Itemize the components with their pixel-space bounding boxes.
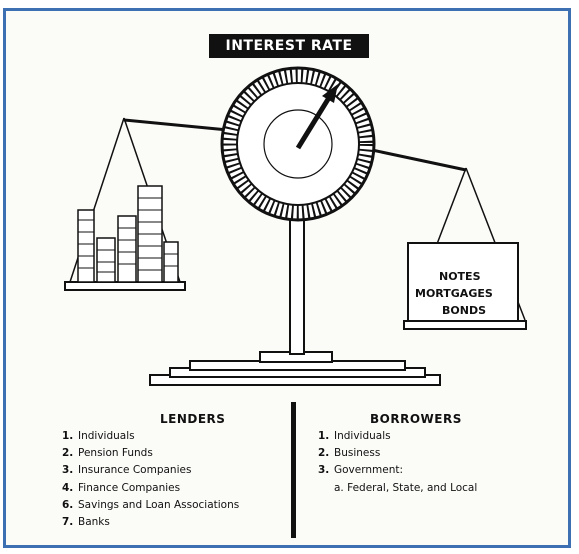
- list-item: 3.Insurance Companies: [62, 464, 192, 477]
- list-item: 2.Business: [318, 447, 381, 460]
- diagram-title: INTEREST RATE: [225, 38, 353, 54]
- borrowers-heading: BORROWERS: [370, 412, 462, 426]
- list-item: 3.Government:: [318, 464, 404, 477]
- list-item: 1.Individuals: [62, 430, 135, 442]
- list-item: 2.Pension Funds: [62, 447, 153, 460]
- title-banner: INTEREST RATE: [209, 34, 369, 58]
- list-item: 1.Individuals: [318, 430, 391, 442]
- coin-lines: [78, 197, 178, 273]
- list-subitem: a. Federal, State, and Local: [334, 481, 478, 494]
- right-pan: [403, 320, 527, 330]
- box-label-mortgages: MORTGAGES: [415, 287, 493, 300]
- list-item: 6.Savings and Loan Associations: [62, 498, 240, 511]
- scale-base: [149, 351, 441, 386]
- borrowers-list: 1.Individuals 2.Business 3.Government: a…: [318, 428, 477, 497]
- left-pan: [64, 281, 186, 291]
- lenders-heading: LENDERS: [160, 412, 226, 426]
- borrowers-box: [407, 242, 519, 322]
- interest-dial: [220, 66, 376, 222]
- needle-tip-icon: [322, 84, 338, 103]
- list-item: 4.Finance Companies: [62, 481, 181, 494]
- dial-needle: [295, 94, 333, 150]
- column-divider: [291, 402, 296, 538]
- box-label-notes: NOTES: [439, 270, 481, 283]
- scale-post: [289, 209, 305, 355]
- lenders-list: 1.Individuals 2.Pension Funds 3.Insuranc…: [62, 428, 239, 531]
- list-item: 7.Banks: [62, 516, 110, 529]
- box-label-bonds: BONDS: [442, 304, 486, 317]
- scale-arms: [123, 118, 467, 172]
